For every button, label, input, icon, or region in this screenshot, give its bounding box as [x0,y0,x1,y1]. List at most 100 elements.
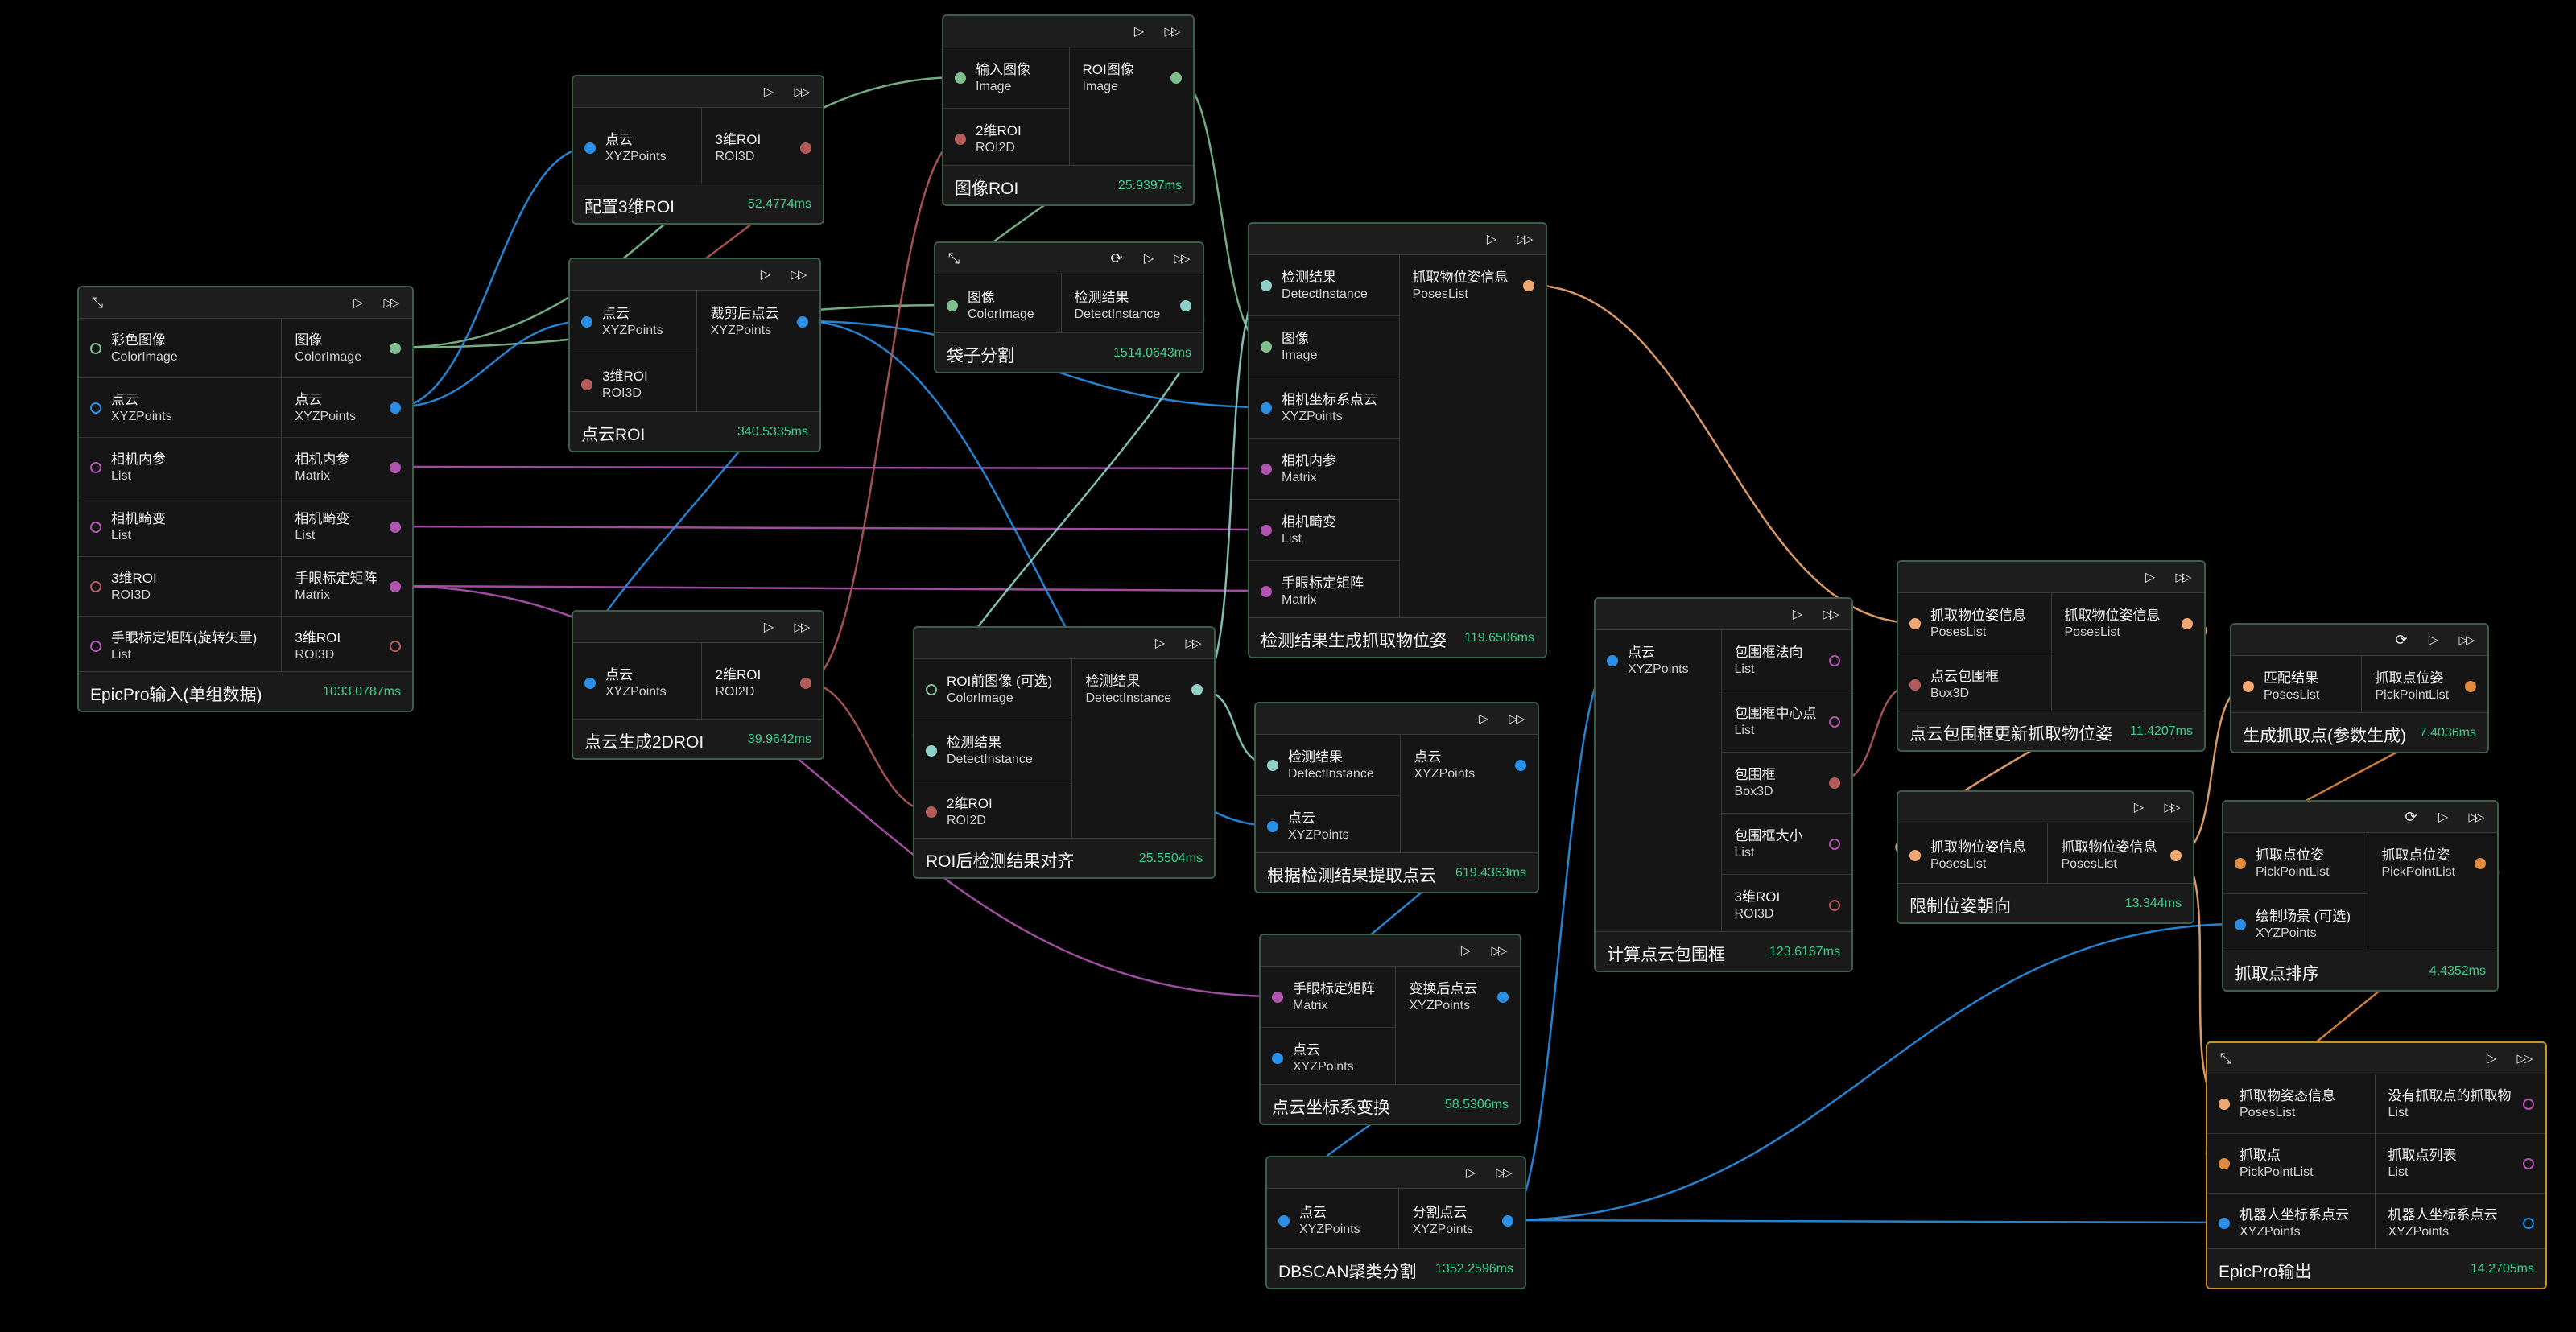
port-dot[interactable] [390,581,401,592]
node-header[interactable]: ▷▷▷ [1256,703,1538,735]
port-dot[interactable] [390,343,401,354]
refresh-icon[interactable]: ⟳ [2395,631,2408,648]
port-dot[interactable] [955,72,966,84]
port-dot[interactable] [2523,1099,2534,1110]
play-icon[interactable]: ▷ [1133,25,1145,39]
play-icon[interactable]: ▷ [2486,1052,2497,1066]
fast-forward-icon[interactable]: ▷▷ [1823,608,1839,621]
port-dot[interactable] [1261,402,1272,414]
port-dot[interactable] [1909,679,1921,691]
fast-forward-icon[interactable]: ▷▷ [2175,571,2191,584]
fast-forward-icon[interactable]: ▷▷ [1164,25,1180,39]
node-header[interactable]: ▷▷▷ [1596,599,1852,630]
port-dot[interactable] [390,402,401,414]
node-header[interactable]: ⟳▷▷▷ [2231,625,2487,656]
port-dot[interactable] [1523,280,1534,291]
fast-forward-icon[interactable]: ▷▷ [794,85,810,99]
node-header[interactable]: ▷▷▷ [943,16,1193,47]
port-dot[interactable] [1829,777,1840,789]
port-dot[interactable] [926,684,937,695]
port-dot[interactable] [1515,760,1526,771]
port-dot[interactable] [90,402,101,414]
port-dot[interactable] [2235,858,2246,869]
port-dot[interactable] [1829,716,1840,728]
port-dot[interactable] [926,745,937,757]
port-dot[interactable] [1261,280,1272,291]
port-dot[interactable] [2523,1218,2534,1229]
node-header[interactable]: ⤡▷▷▷ [79,287,412,319]
node-header[interactable]: ▷▷▷ [570,259,819,291]
play-icon[interactable]: ▷ [1460,944,1472,958]
fast-forward-icon[interactable]: ▷▷ [791,268,807,282]
port-dot[interactable] [581,379,592,390]
port-dot[interactable] [90,462,101,473]
port-dot[interactable] [2243,681,2254,692]
port-dot[interactable] [2219,1218,2230,1229]
port-dot[interactable] [2170,850,2182,861]
play-icon[interactable]: ▷ [1154,637,1166,650]
node-header[interactable]: ▷▷▷ [1898,562,2204,593]
port-dot[interactable] [1261,586,1272,597]
play-icon[interactable]: ▷ [353,296,364,310]
expand-icon[interactable]: ⤡ [91,294,104,311]
node-header[interactable]: ▷▷▷ [1249,224,1546,255]
node-header[interactable]: ▷▷▷ [573,76,823,108]
play-icon[interactable]: ▷ [760,268,771,282]
port-dot[interactable] [390,522,401,533]
port-dot[interactable] [1180,300,1191,311]
port-dot[interactable] [584,142,596,154]
node-header[interactable]: ⟳▷▷▷ [2223,802,2497,833]
port-dot[interactable] [581,316,592,328]
node-header[interactable]: ▷▷▷ [573,612,823,643]
play-icon[interactable]: ▷ [763,85,774,99]
fast-forward-icon[interactable]: ▷▷ [1491,944,1507,958]
port-dot[interactable] [926,806,937,818]
fast-forward-icon[interactable]: ▷▷ [2468,810,2484,824]
port-dot[interactable] [947,300,958,311]
port-dot[interactable] [2219,1158,2230,1169]
play-icon[interactable]: ▷ [2438,810,2449,824]
play-icon[interactable]: ▷ [1465,1166,1476,1180]
port-dot[interactable] [2219,1099,2230,1110]
port-dot[interactable] [2182,618,2193,629]
node-header[interactable]: ▷▷▷ [1267,1157,1525,1189]
port-dot[interactable] [1829,900,1840,911]
port-dot[interactable] [1267,821,1278,832]
port-dot[interactable] [1272,992,1283,1003]
port-dot[interactable] [1607,655,1618,666]
port-dot[interactable] [2465,681,2476,692]
fast-forward-icon[interactable]: ▷▷ [794,621,810,634]
port-dot[interactable] [2523,1158,2534,1169]
node-header[interactable]: ⤡▷▷▷ [2207,1043,2545,1074]
fast-forward-icon[interactable]: ▷▷ [1174,252,1190,266]
port-dot[interactable] [390,641,401,652]
port-dot[interactable] [800,142,811,154]
port-dot[interactable] [1829,655,1840,666]
fast-forward-icon[interactable]: ▷▷ [2164,801,2180,814]
node-header[interactable]: ▷▷▷ [1261,935,1520,967]
node-header[interactable]: ▷▷▷ [914,628,1214,659]
node-header[interactable]: ▷▷▷ [1898,792,2193,823]
port-dot[interactable] [390,462,401,473]
port-dot[interactable] [797,316,808,328]
fast-forward-icon[interactable]: ▷▷ [1517,233,1533,246]
port-dot[interactable] [1261,464,1272,475]
fast-forward-icon[interactable]: ▷▷ [1496,1166,1512,1180]
port-dot[interactable] [90,343,101,354]
port-dot[interactable] [1278,1215,1290,1227]
